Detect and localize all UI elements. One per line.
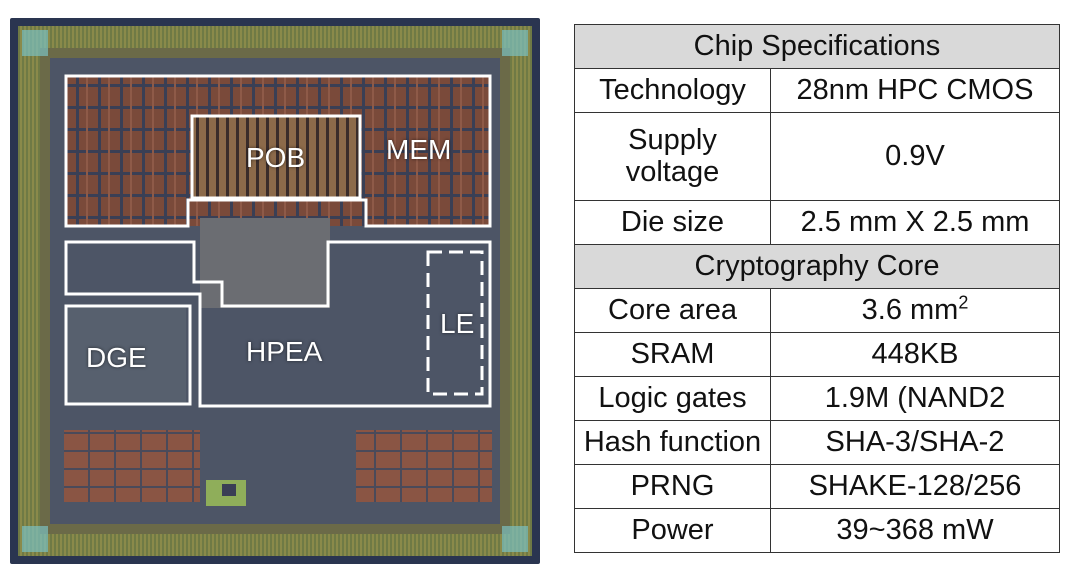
table-row: Supply voltage 0.9V (574, 112, 1060, 201)
row-value: 28nm HPC CMOS (770, 68, 1060, 113)
memory-array-bottom-right (356, 430, 492, 502)
row-value: 3.6 mm2 (770, 288, 1060, 333)
hpea-outline (64, 240, 492, 408)
pob-block (192, 116, 360, 198)
table-row: Die size 2.5 mm X 2.5 mm (574, 200, 1060, 245)
table-row: Technology 28nm HPC CMOS (574, 68, 1060, 113)
row-key: Power (574, 508, 771, 553)
row-value: 1.9M (NAND2 (770, 376, 1060, 421)
label-pob: POB (246, 142, 306, 173)
core-area-value: 3.6 mm (861, 293, 959, 326)
memory-array-bottom-left (64, 430, 200, 502)
row-key: Core area (574, 288, 771, 333)
die-micrograph (18, 26, 532, 556)
le-outline (426, 250, 484, 396)
row-value: 39~368 mW (770, 508, 1060, 553)
row-key: Supply voltage (574, 112, 771, 201)
row-key-text: Supply voltage (625, 123, 720, 188)
pob-outline (190, 114, 362, 200)
chip-spec-section-title: Chip Specifications (574, 24, 1060, 69)
row-value: 0.9V (770, 112, 1060, 201)
row-key: Logic gates (574, 376, 771, 421)
label-hpea: HPEA (246, 336, 323, 367)
label-mem: MEM (386, 134, 452, 165)
row-key: Hash function (574, 420, 771, 465)
row-key: PRNG (574, 464, 771, 509)
row-key: Die size (574, 200, 771, 245)
core-spec-header-row: Cryptography Core (574, 244, 1060, 289)
mem-outline (64, 74, 492, 228)
core-area-unit-superscript: 2 (958, 291, 969, 312)
table-row: Hash function SHA-3/SHA-2 (574, 420, 1060, 465)
table-row: Logic gates 1.9M (NAND2 (574, 376, 1060, 421)
row-key: SRAM (574, 332, 771, 377)
row-value: 448KB (770, 332, 1060, 377)
table-row: SRAM 448KB (574, 332, 1060, 377)
label-le: LE (440, 308, 475, 339)
region-outlines (64, 74, 492, 408)
chip-spec-header-row: Chip Specifications (574, 24, 1060, 69)
row-key: Technology (574, 68, 771, 113)
table-row: PRNG SHAKE-128/256 (574, 464, 1060, 509)
chip-spec-table: Chip Specifications Technology 28nm HPC … (574, 24, 1060, 553)
core-spec-section-title: Cryptography Core (574, 244, 1060, 289)
table-row: Core area 3.6 mm2 (574, 288, 1060, 333)
table-row: Power 39~368 mW (574, 508, 1060, 553)
row-value: 2.5 mm X 2.5 mm (770, 200, 1060, 245)
chip-die-photo: POB MEM LE DGE HPEA (10, 18, 540, 564)
row-value: SHA-3/SHA-2 (770, 420, 1060, 465)
dge-outline (64, 304, 192, 406)
label-dge: DGE (86, 342, 147, 373)
row-value: SHAKE-128/256 (770, 464, 1060, 509)
